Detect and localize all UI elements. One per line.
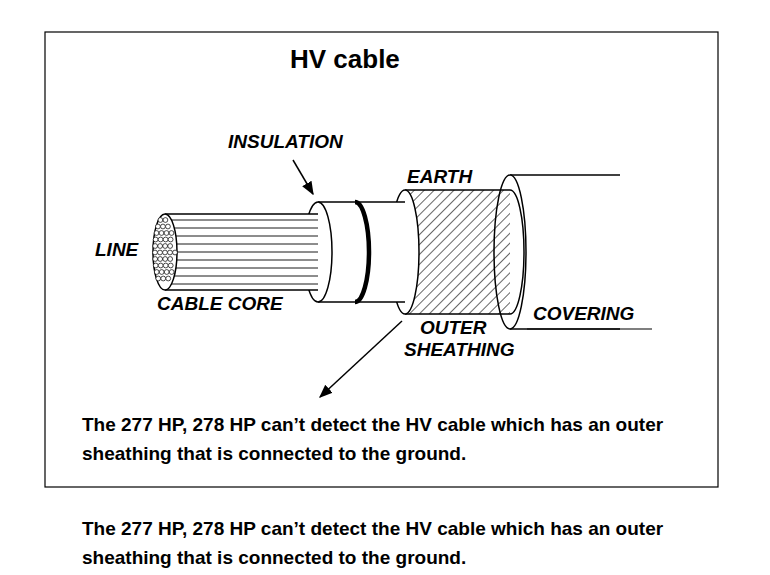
part-label: CABLE CORE [157, 293, 283, 315]
frame [45, 32, 718, 487]
caption: The 277 HP, 278 HP can’t detect the HV c… [82, 514, 707, 572]
leader-line [320, 321, 402, 397]
leader-line [293, 160, 313, 194]
cable-core [153, 214, 318, 290]
part-label: LINE [95, 239, 138, 261]
part-label: OUTER SHEATHING [404, 317, 514, 361]
part-label: COVERING [533, 303, 634, 325]
leader-line [527, 328, 652, 329]
title: HV cable [290, 45, 400, 75]
part-label: EARTH [407, 166, 472, 188]
earth-sheath [391, 190, 524, 314]
insulation [304, 202, 405, 302]
note-text: The 277 HP, 278 HP can’t detect the HV c… [82, 410, 707, 468]
part-label: INSULATION [228, 131, 343, 153]
